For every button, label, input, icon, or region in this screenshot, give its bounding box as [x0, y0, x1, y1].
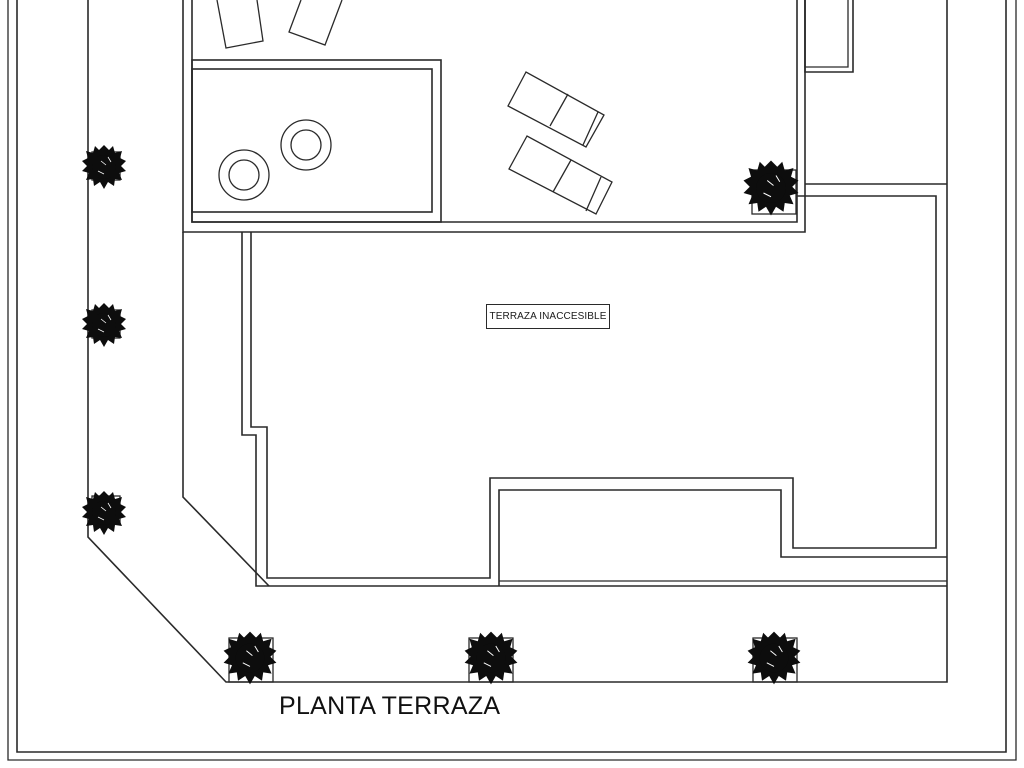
tree-icon [81, 302, 127, 348]
tree-icon [223, 631, 277, 685]
interior-diagonal-wall [182, 232, 270, 587]
sun-loungers [507, 71, 613, 215]
tree-icon [743, 160, 799, 216]
outer-frame [7, 0, 1017, 761]
tree-icon [464, 631, 518, 685]
tree-icon [81, 144, 127, 190]
tree-icon [747, 631, 801, 685]
right-upper-box [804, 0, 854, 73]
upper-terrace [182, 0, 806, 233]
right-strip [241, 183, 947, 587]
pool [191, 59, 442, 223]
trees [81, 144, 801, 685]
chairs [216, 0, 343, 49]
tree-icon [81, 490, 127, 536]
zone-label-text: TERRAZA INACCESIBLE [489, 311, 607, 322]
drawing-title: PLANTA TERRAZA [279, 692, 501, 720]
terrace-perimeter [87, 0, 948, 683]
zone-label-terraza-inaccesible: TERRAZA INACCESIBLE [486, 304, 610, 329]
